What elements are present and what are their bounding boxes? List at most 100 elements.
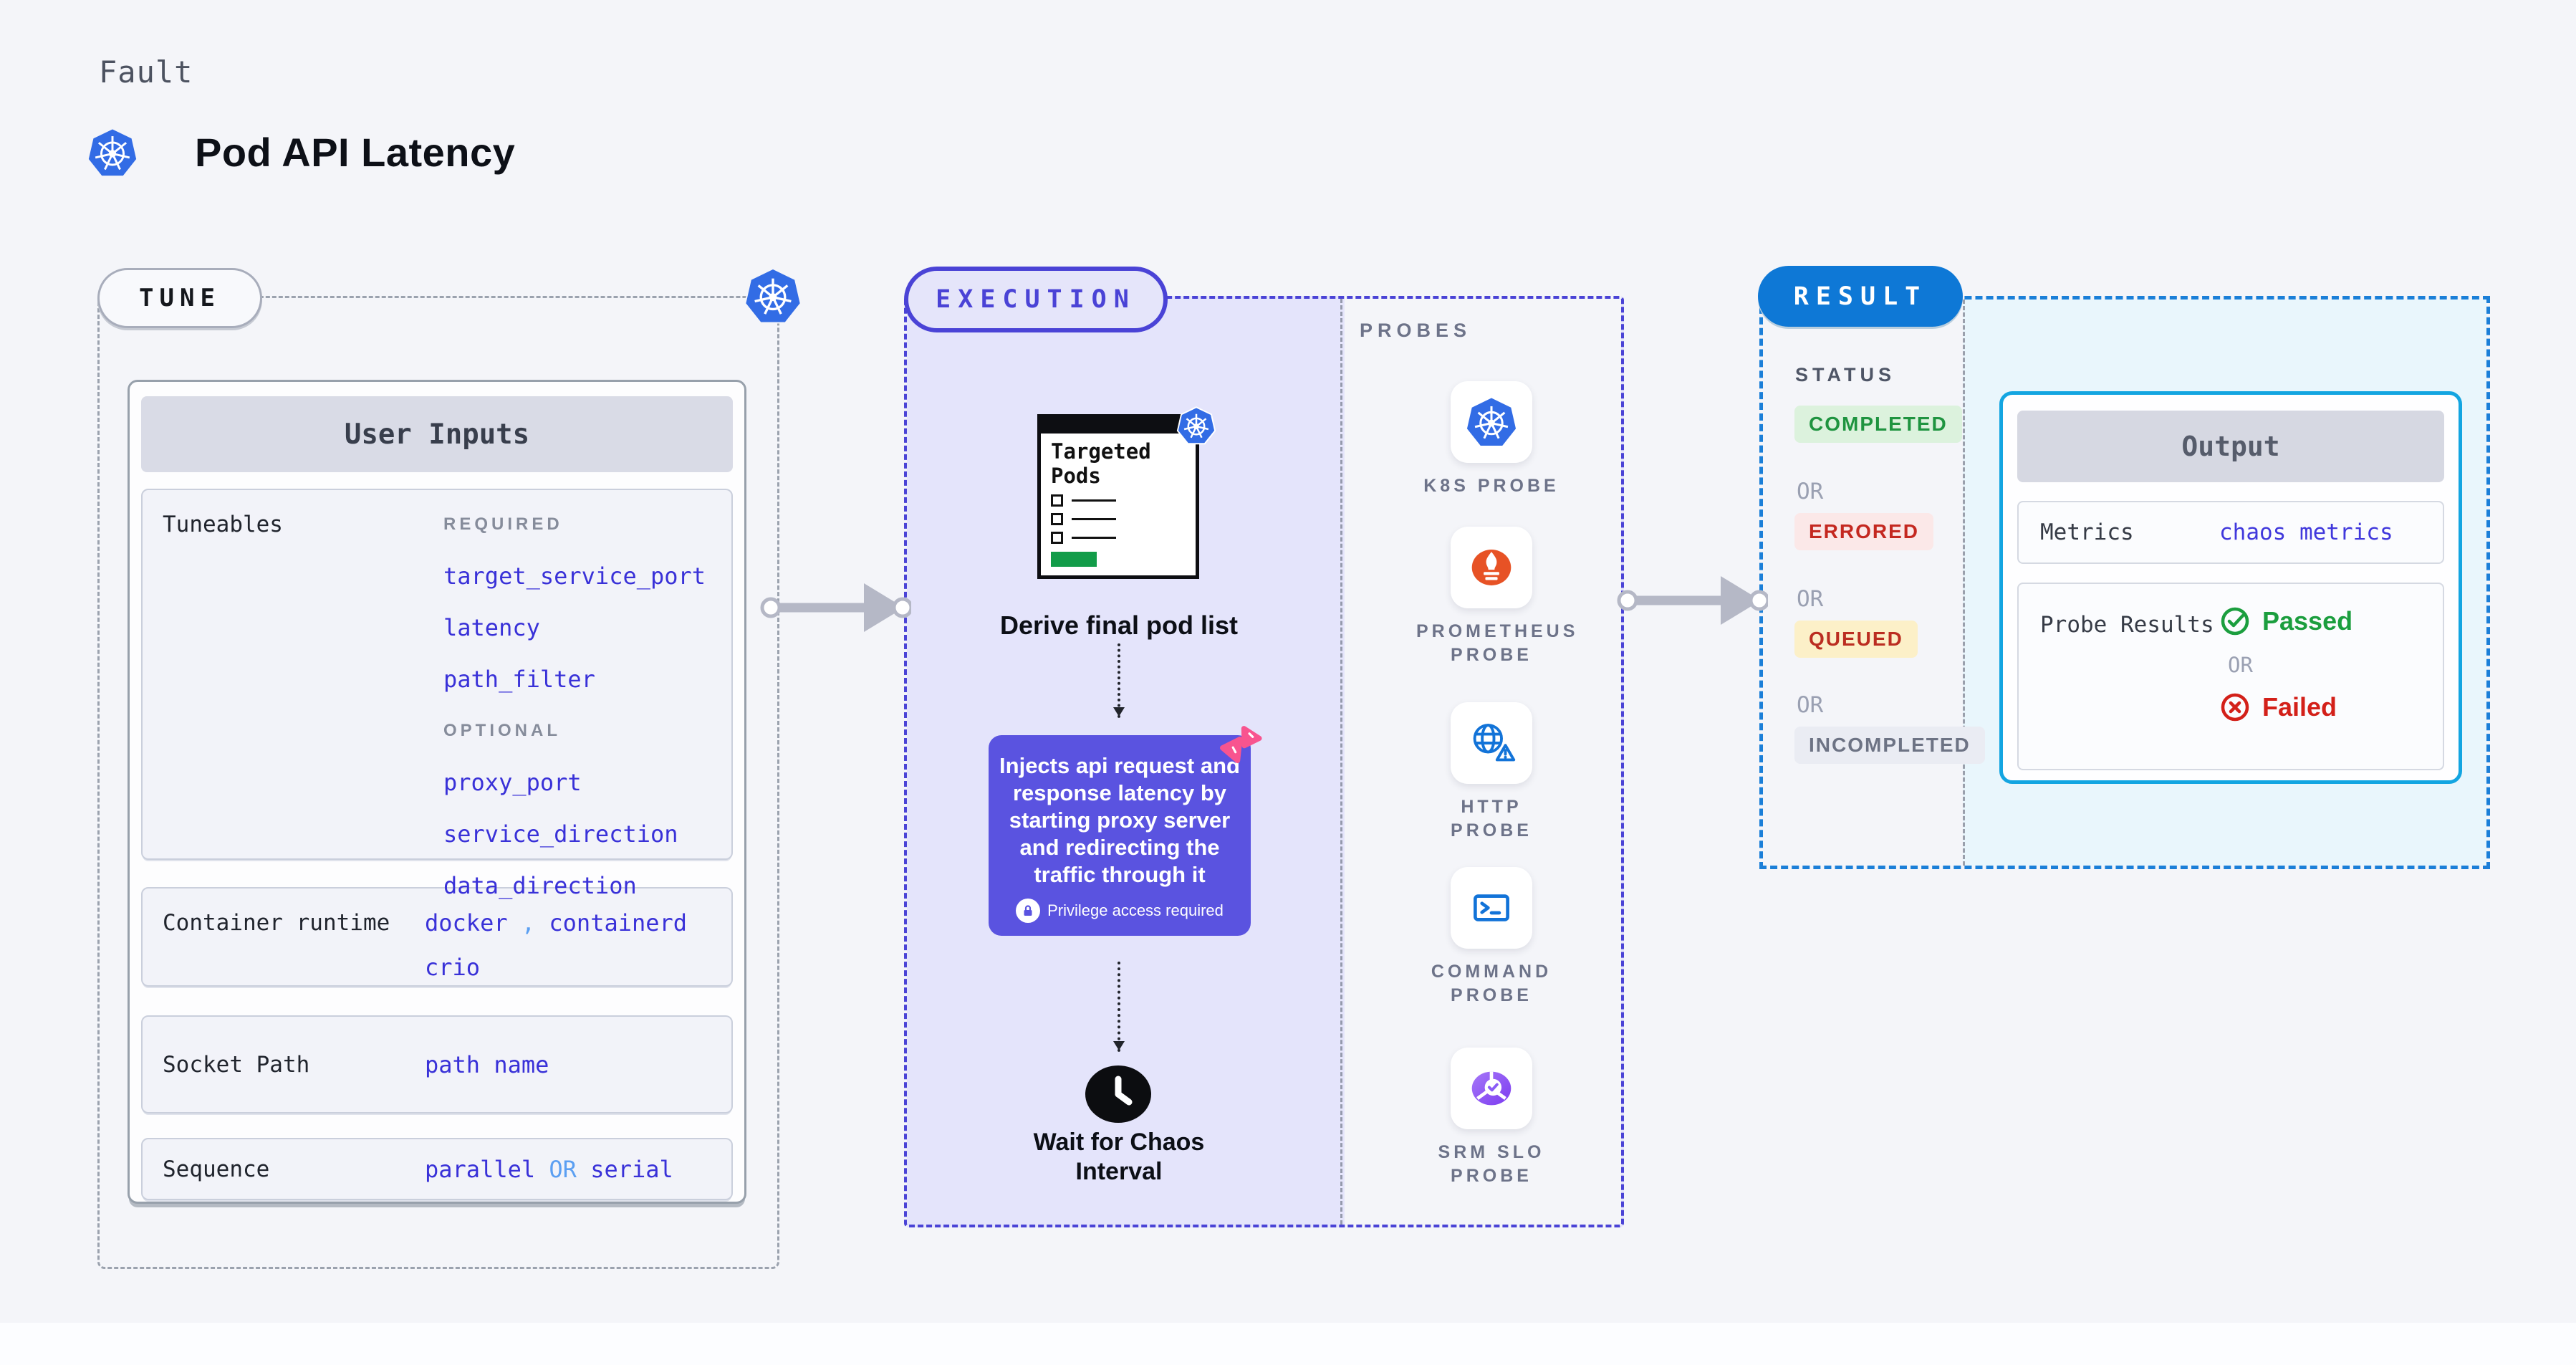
probe-results-row: Probe Results Passed OR Failed xyxy=(2017,583,2444,770)
result-label-text: RESULT xyxy=(1793,282,1928,311)
tuneables-label: Tuneables xyxy=(163,512,283,537)
user-inputs-header: User Inputs xyxy=(141,396,733,472)
list-line xyxy=(1072,537,1116,539)
execution-section-label: EXECUTION xyxy=(904,267,1168,332)
pod-list-item xyxy=(1051,532,1196,544)
or-token: OR xyxy=(1797,479,1824,504)
tuneable-param: data_direction xyxy=(443,872,637,899)
derive-pod-list-step: Derive final pod list xyxy=(999,610,1239,640)
separator: , xyxy=(521,909,536,937)
runtime-value: docker xyxy=(425,909,508,937)
kubernetes-icon xyxy=(86,126,139,179)
tuneables-values: REQUIRED target_service_port latency pat… xyxy=(418,490,731,899)
metrics-value: chaos metrics xyxy=(2219,519,2393,545)
output-card: Output Metrics chaos metrics Probe Resul… xyxy=(1999,391,2462,784)
optional-group-label: OPTIONAL xyxy=(443,721,561,740)
execution-label-text: EXECUTION xyxy=(936,285,1136,314)
terminal-icon xyxy=(1451,867,1532,949)
flow-connector-down xyxy=(1113,962,1125,1052)
runtime-value: crio xyxy=(425,954,481,981)
check-circle-icon xyxy=(2221,607,2249,636)
passed-label: Passed xyxy=(2262,606,2353,636)
result-section-label: RESULT xyxy=(1758,266,1963,327)
targeted-pods-title: Targeted Pods xyxy=(1051,439,1151,488)
pod-list-item xyxy=(1051,494,1196,507)
or-token: OR xyxy=(2228,653,2253,677)
probe-name: HTTP PROBE xyxy=(1451,797,1532,840)
flow-connector-down xyxy=(1113,643,1125,718)
globe-alert-icon xyxy=(1451,702,1532,784)
metrics-row: Metrics chaos metrics xyxy=(2017,501,2444,564)
container-runtime-row: Container runtime docker , containerd cr… xyxy=(141,887,733,987)
container-runtime-label: Container runtime xyxy=(163,910,390,936)
bottom-band xyxy=(0,1323,2576,1365)
tuneables-row: Tuneables REQUIRED target_service_port l… xyxy=(141,489,733,899)
list-line xyxy=(1072,499,1116,502)
tune-section-label: TUNE xyxy=(97,268,262,328)
failed-label: Failed xyxy=(2262,692,2337,722)
output-card-header: Output xyxy=(2017,411,2444,482)
status-column-label: STATUS xyxy=(1795,364,1895,385)
socket-path-row: Socket Path path name xyxy=(141,1015,733,1113)
prometheus-icon xyxy=(1451,527,1532,608)
socket-path-value: path name xyxy=(425,1050,549,1078)
x-circle-icon xyxy=(2221,693,2249,722)
tuneable-param: service_direction xyxy=(443,820,678,848)
runtime-value: containerd xyxy=(549,909,688,937)
probe-item-command: COMMAND PROBE xyxy=(1398,867,1585,1007)
pod-list-item xyxy=(1051,513,1196,525)
user-inputs-card: User Inputs Tuneables REQUIRED target_se… xyxy=(128,380,746,1204)
privilege-note-text: Privilege access required xyxy=(1047,901,1224,919)
page-title: Pod API Latency xyxy=(195,130,516,175)
tuneable-param: target_service_port xyxy=(443,562,706,590)
tuneable-param: proxy_port xyxy=(443,769,582,796)
probe-name: PROMETHEUS PROBE xyxy=(1416,621,1579,665)
status-badge-errored: ERRORED xyxy=(1794,513,1934,550)
metrics-label: Metrics xyxy=(2040,519,2134,545)
sequence-value: parallel xyxy=(425,1155,536,1183)
flow-arrow xyxy=(1617,576,1768,625)
or-token: OR xyxy=(549,1155,577,1183)
probe-item-prometheus: PROMETHEUS PROBE xyxy=(1398,527,1585,667)
chaos-logo-icon xyxy=(1216,720,1264,769)
probe-name: K8S PROBE xyxy=(1423,476,1559,496)
tune-section-box xyxy=(97,296,779,1269)
status-badge-completed: COMPLETED xyxy=(1794,406,1962,443)
clipboard-top-bar xyxy=(1037,414,1199,430)
or-token: OR xyxy=(1797,586,1824,612)
probe-item-http: HTTP PROBE xyxy=(1398,702,1585,843)
probe-name: COMMAND PROBE xyxy=(1431,962,1552,1005)
tuneable-param: path_filter xyxy=(443,666,595,693)
probe-name: SRM SLO PROBE xyxy=(1438,1142,1545,1186)
clipboard-body: Targeted Pods xyxy=(1037,430,1199,579)
failed-result: Failed xyxy=(2219,691,2352,723)
sequence-values: parallel OR serial xyxy=(418,1154,731,1185)
inject-step-box: Injects api request and response latency… xyxy=(989,735,1251,936)
checkbox-icon xyxy=(1051,513,1063,525)
required-group-label: REQUIRED xyxy=(443,514,563,534)
probe-item-srm-slo: SRM SLO PROBE xyxy=(1398,1048,1585,1188)
container-runtime-values: docker , containerd crio xyxy=(418,889,731,985)
flow-arrow xyxy=(760,583,911,632)
sequence-label: Sequence xyxy=(163,1156,270,1182)
probe-item-k8s: K8S PROBE xyxy=(1398,381,1585,498)
or-token: OR xyxy=(1797,692,1824,718)
kubernetes-icon xyxy=(1176,406,1216,446)
checkbox-icon xyxy=(1051,532,1063,544)
sequence-row: Sequence parallel OR serial xyxy=(141,1138,733,1200)
kubernetes-icon xyxy=(743,266,803,326)
slo-pie-icon xyxy=(1451,1048,1532,1129)
execution-probes-divider xyxy=(1340,299,1342,1225)
clock-icon xyxy=(1084,1064,1153,1125)
green-progress-bar xyxy=(1051,552,1097,567)
list-line xyxy=(1072,518,1116,520)
status-badge-queued: QUEUED xyxy=(1794,621,1918,658)
wait-chaos-interval-step: Wait for Chaos Interval xyxy=(1033,1129,1205,1185)
lock-icon xyxy=(1016,899,1041,923)
probe-results-label: Probe Results xyxy=(2040,612,2214,638)
status-badge-incompleted: INCOMPLETED xyxy=(1794,727,1985,764)
sequence-value: serial xyxy=(590,1155,673,1183)
checkbox-icon xyxy=(1051,494,1063,507)
tuneable-param: latency xyxy=(443,614,540,641)
